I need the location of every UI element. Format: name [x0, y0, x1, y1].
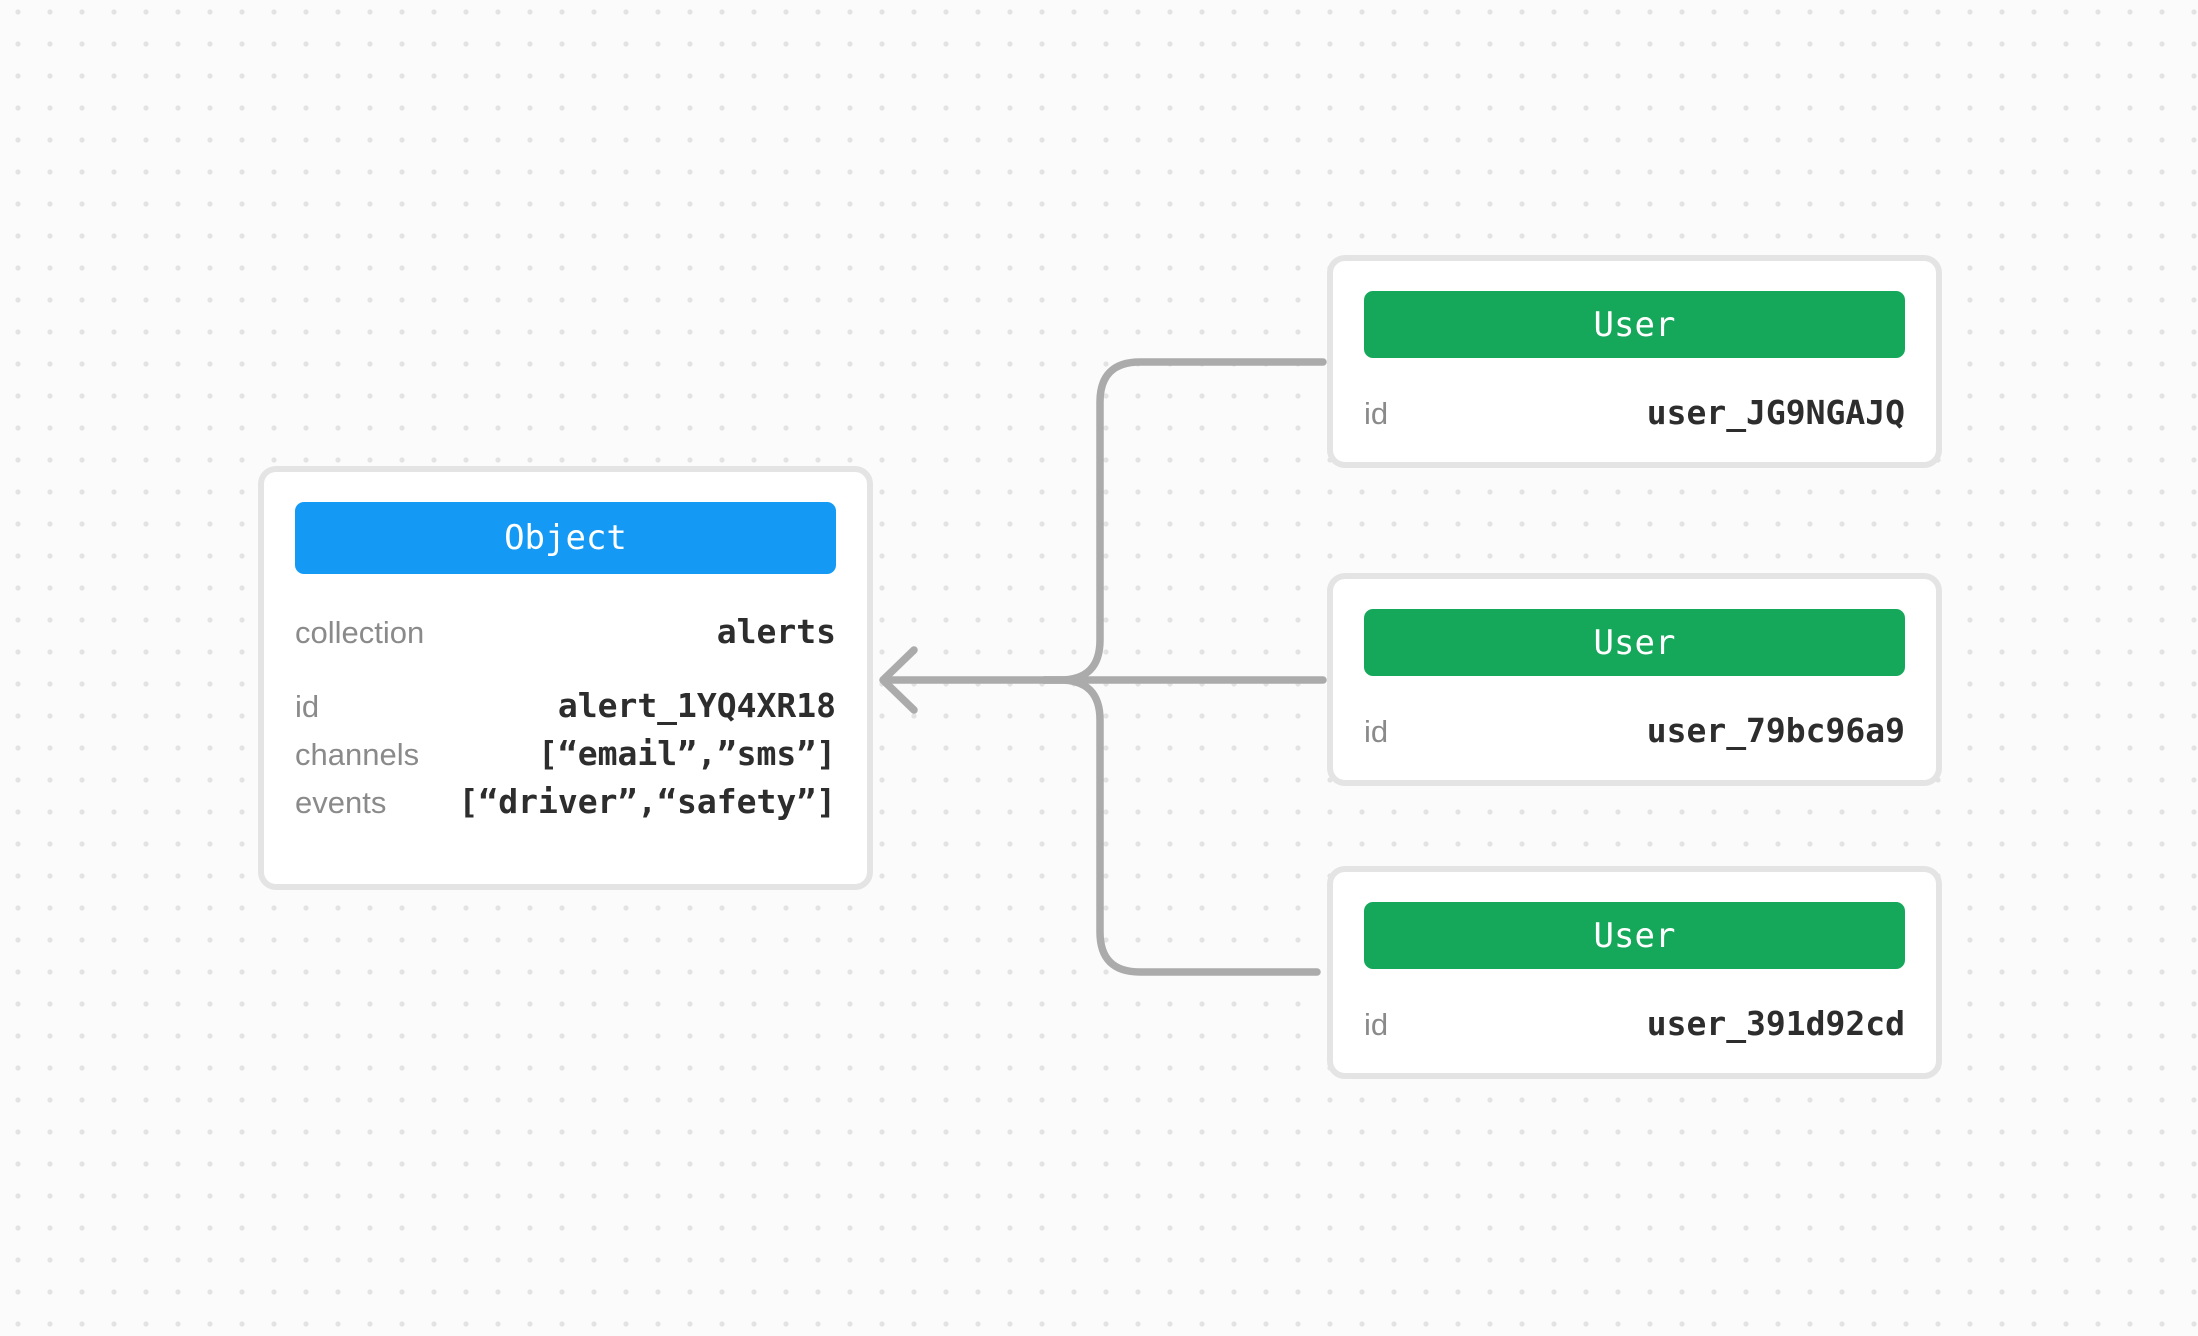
edge-user3-to-object — [1040, 676, 1321, 976]
user-node-card-3[interactable]: User id user_391d92cd — [1327, 866, 1942, 1079]
user-node-header: User — [1364, 291, 1905, 358]
field-label: channels — [295, 737, 420, 772]
field-label: id — [1364, 396, 1389, 431]
field-value: user_79bc96a9 — [1646, 711, 1905, 750]
user-node-title: User — [1593, 304, 1676, 345]
user-node-card-2[interactable]: User id user_79bc96a9 — [1327, 573, 1942, 786]
field-label: id — [295, 689, 320, 724]
object-row-collection: collection alerts — [295, 612, 836, 652]
user-row-id: id user_391d92cd — [1364, 1004, 1905, 1044]
user-row-id: id user_JG9NGAJQ — [1364, 393, 1905, 433]
field-value: [“driver”,“safety”] — [458, 782, 837, 821]
object-row-events: events [“driver”,“safety”] — [295, 782, 836, 822]
field-label: collection — [295, 615, 425, 650]
object-node-title: Object — [504, 518, 627, 558]
field-value: user_391d92cd — [1646, 1004, 1905, 1043]
object-node-header: Object — [295, 502, 836, 574]
object-row-id: id alert_1YQ4XR18 — [295, 686, 836, 726]
edge-user1-to-object — [1040, 358, 1327, 684]
user-node-title: User — [1593, 622, 1676, 663]
user-node-header: User — [1364, 902, 1905, 969]
field-value: user_JG9NGAJQ — [1646, 393, 1905, 432]
field-label: id — [1364, 714, 1389, 749]
object-row-channels: channels [“email”,”sms”] — [295, 734, 836, 774]
user-node-header: User — [1364, 609, 1905, 676]
field-value: alert_1YQ4XR18 — [557, 686, 836, 725]
field-value: alerts — [716, 612, 836, 651]
field-value: [“email”,”sms”] — [537, 734, 836, 773]
field-label: id — [1364, 1007, 1389, 1042]
user-node-card-1[interactable]: User id user_JG9NGAJQ — [1327, 255, 1942, 468]
user-node-title: User — [1593, 915, 1676, 956]
arrow-head-icon — [879, 646, 918, 714]
field-label: events — [295, 785, 387, 820]
object-node-card[interactable]: Object collection alerts id alert_1YQ4XR… — [258, 466, 873, 890]
user-row-id: id user_79bc96a9 — [1364, 711, 1905, 751]
